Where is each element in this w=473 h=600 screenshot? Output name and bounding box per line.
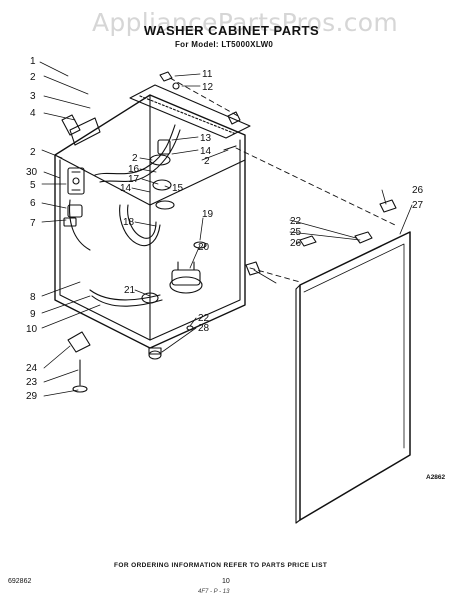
callout-15: 15 — [172, 183, 184, 194]
callout-2: 2 — [30, 147, 36, 158]
callout-25: 25 — [290, 227, 302, 238]
callout-8: 8 — [30, 292, 36, 303]
callout-3: 3 — [30, 91, 36, 102]
callout-24: 24 — [26, 363, 38, 374]
callout-28: 28 — [198, 323, 210, 334]
cabinet-frame — [54, 84, 251, 349]
top-left-bracket — [61, 114, 101, 146]
callout-9: 9 — [30, 309, 36, 320]
diagram-title: WASHER CABINET PARTS — [144, 23, 320, 38]
callout-27: 27 — [412, 200, 424, 211]
callout-22: 22 — [290, 216, 302, 227]
callout-5: 5 — [30, 180, 36, 191]
callout-13: 13 — [200, 133, 212, 144]
ordering-info: FOR ORDERING INFORMATION REFER TO PARTS … — [114, 562, 328, 569]
leveling-legs — [67, 325, 194, 393]
callout-23: 23 — [26, 377, 38, 388]
callout-7: 7 — [30, 218, 36, 229]
callout-21: 21 — [124, 285, 136, 296]
callout-14: 14 — [200, 146, 212, 157]
model-line: For Model: LT5000XLW0 — [175, 40, 274, 49]
callout-11: 11 — [202, 69, 213, 80]
callout-16: 16 — [128, 164, 140, 175]
callout-26: 26 — [290, 238, 302, 249]
callout-1: 1 — [30, 56, 36, 67]
callout-2: 2 — [204, 156, 210, 167]
front-panel — [295, 231, 411, 524]
assembly-leader-dashes — [169, 77, 396, 283]
document-number: 692862 — [8, 578, 32, 585]
screw-hardware — [159, 71, 397, 276]
callout-4: 4 — [30, 108, 36, 119]
callout-22: 22 — [198, 313, 210, 324]
callout-19: 19 — [202, 209, 214, 220]
callout-20: 20 — [198, 242, 210, 253]
callout-6: 6 — [30, 198, 36, 209]
callout-18: 18 — [123, 217, 135, 228]
callout-17: 17 — [128, 174, 140, 185]
callout-29: 29 — [26, 391, 38, 402]
handwritten-note: 4F7 - P - 13 — [198, 589, 230, 595]
callout-26: 26 — [412, 185, 424, 196]
water-valve — [63, 167, 85, 227]
figure-reference: A2862 — [426, 474, 446, 481]
callout-leaders — [39, 61, 413, 397]
callout-2: 2 — [30, 72, 36, 83]
watermark: AppliancePartsPros.com — [92, 8, 399, 37]
callout-14: 14 — [120, 183, 132, 194]
hose-assembly — [68, 124, 181, 307]
callout-12: 12 — [202, 82, 214, 93]
page-number: 10 — [222, 578, 230, 585]
callout-labels: 1 2 3 4 2 30 5 6 7 8 9 10 24 23 29 11 12… — [26, 56, 424, 402]
callout-30: 30 — [26, 167, 38, 178]
callout-2: 2 — [132, 153, 138, 164]
callout-10: 10 — [26, 324, 38, 335]
